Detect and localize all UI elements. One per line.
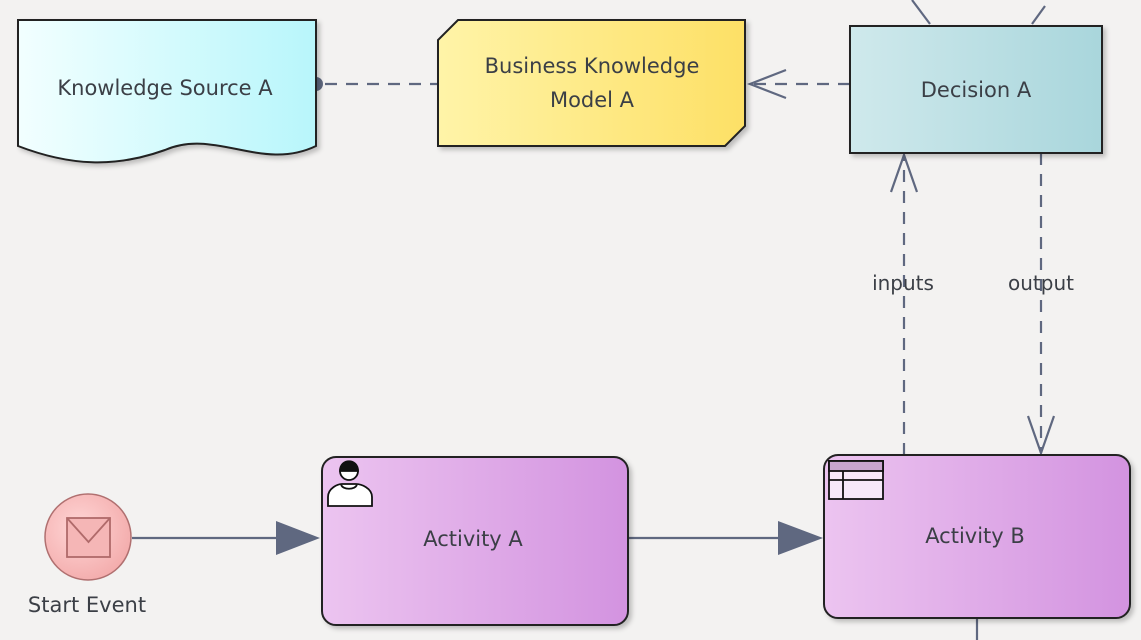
sequence-flow-a-to-b-arrowhead (778, 521, 823, 555)
sequence-flow-start-to-a-arrowhead (276, 521, 320, 555)
decision-label: Decision A (921, 78, 1032, 102)
connector-offscreen-left[interactable] (911, 0, 931, 25)
decision-shape (849, 25, 1103, 154)
knowledge-source-label: Knowledge Source A (57, 76, 273, 100)
inputs-arrowhead (889, 151, 919, 193)
activity-a-label: Activity A (423, 527, 523, 551)
bkm-label-line-1: Business Knowledge (485, 54, 700, 78)
activity-b-label: Activity B (925, 524, 1025, 548)
start-event[interactable]: Start Event (28, 493, 146, 617)
knowledge-requirement-arrowhead (746, 68, 787, 100)
bkm-label-line-2: Model A (550, 88, 635, 112)
activity-a-shape (321, 456, 629, 626)
connectors (132, 0, 1056, 640)
bkm-shape (437, 19, 746, 147)
knowledge-source-a[interactable]: Knowledge Source A (17, 19, 317, 164)
activity-b-shape (823, 454, 1131, 619)
business-rule-table-icon (828, 460, 884, 500)
business-knowledge-model-a[interactable]: Business Knowledge Model A (437, 19, 746, 147)
connector-offscreen-right[interactable] (1031, 5, 1046, 25)
activity-a[interactable]: Activity A (321, 456, 629, 626)
inputs-label: inputs (872, 271, 934, 295)
envelope-icon (66, 517, 111, 558)
start-event-label: Start Event (28, 593, 146, 617)
output-label: output (1008, 271, 1074, 295)
user-icon (327, 460, 373, 507)
decision-a[interactable]: Decision A (849, 25, 1103, 154)
activity-b[interactable]: Activity B (823, 454, 1131, 619)
knowledge-source-shape (17, 19, 317, 164)
output-arrowhead (1026, 415, 1056, 457)
